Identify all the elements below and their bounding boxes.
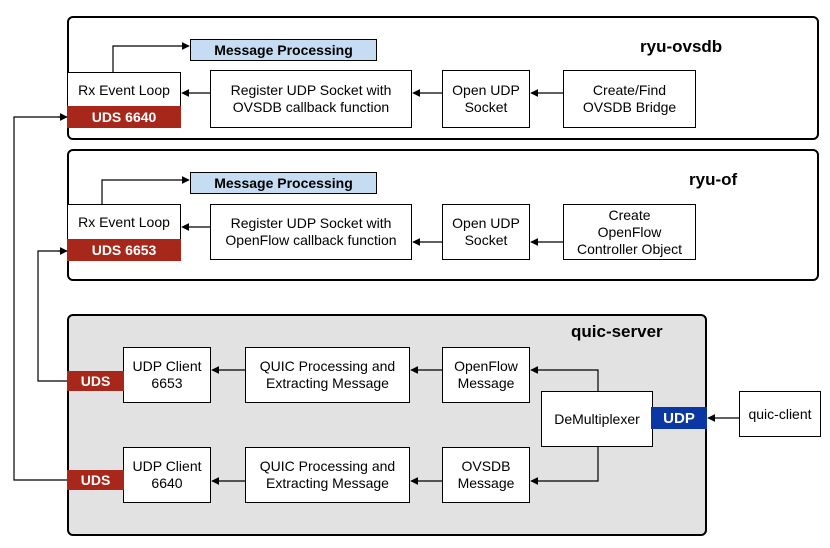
line: Open UDP: [452, 82, 520, 98]
line: Create: [608, 206, 651, 223]
line: Open UDP: [452, 215, 520, 231]
ovsdb-rx-event-loop: Rx Event Loop: [67, 72, 181, 108]
ovsdb-message-processing: Message Processing: [190, 39, 377, 61]
line: Create/Find: [592, 82, 667, 98]
quic-udp-tag: UDP: [651, 407, 707, 429]
line: UDP Client: [132, 458, 202, 474]
demultiplexer: DeMultiplexer: [541, 391, 653, 447]
quic-uds-top-tag: UDS: [67, 371, 124, 391]
line: Register UDP Socket with: [230, 82, 392, 98]
connector-uds6640-loop: [13, 116, 68, 481]
quic-uds-bottom-tag: UDS: [67, 470, 124, 490]
line: OpenFlow callback function: [225, 232, 397, 248]
line: OpenFlow: [454, 358, 518, 374]
line: Register UDP Socket with: [230, 215, 392, 231]
line: 6653: [151, 375, 183, 391]
line: OVSDB: [461, 458, 511, 474]
line: UDP Client: [132, 358, 202, 374]
line: Controller Object: [576, 240, 683, 257]
line: Message: [457, 475, 515, 491]
ryu-of-title: ryu-of: [689, 170, 738, 189]
line: OVSDB callback function: [232, 99, 390, 115]
line: Socket: [464, 99, 508, 115]
of-uds-6653-tag: UDS 6653: [67, 239, 181, 261]
line: Extracting Message: [266, 475, 389, 491]
of-rx-event-loop: Rx Event Loop: [67, 204, 181, 240]
line: Extracting Message: [266, 375, 389, 391]
quic-server-title: quic-server: [571, 322, 663, 341]
line: QUIC Processing and: [259, 358, 396, 374]
of-message-processing: Message Processing: [190, 172, 377, 194]
ryu-ovsdb-title: ryu-ovsdb: [640, 37, 723, 56]
line: Message: [457, 375, 515, 391]
line: Socket: [464, 232, 508, 248]
line: QUIC Processing and: [259, 458, 396, 474]
ovsdb-uds-6640-tag: UDS 6640: [67, 106, 181, 128]
connector-uds6653-loop: [37, 250, 68, 382]
line: OVSDB Bridge: [582, 99, 677, 115]
line: OpenFlow: [597, 223, 662, 240]
quic-client: quic-client: [739, 391, 821, 437]
line: 6640: [151, 475, 183, 491]
